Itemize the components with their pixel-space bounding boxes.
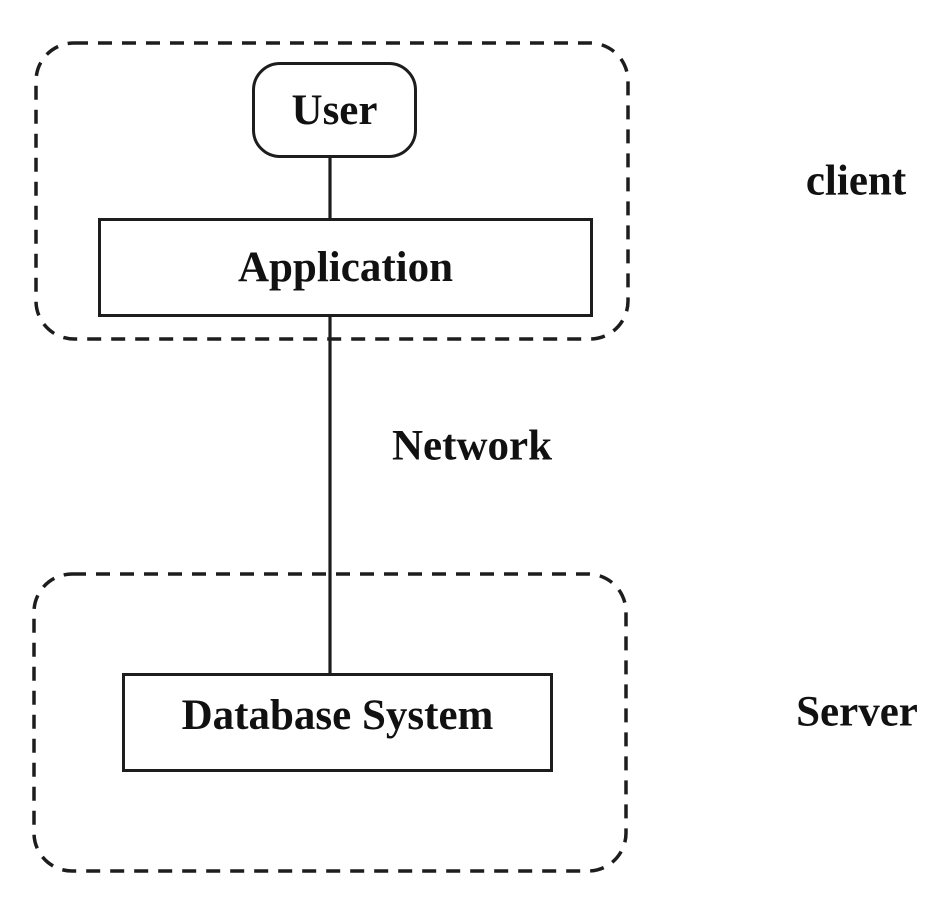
- client-group-outline: [34, 41, 630, 341]
- group-client-label: client: [805, 157, 907, 205]
- server-group-outline: [32, 572, 628, 873]
- edge-network-label: Network: [391, 422, 553, 470]
- node-database-system: Database System: [122, 673, 553, 772]
- node-application: Application: [98, 218, 593, 317]
- node-user-label: User: [291, 86, 378, 134]
- node-database-system-label: Database System: [181, 692, 494, 739]
- group-server-label: Server: [796, 688, 918, 736]
- node-application-label: Application: [237, 244, 454, 291]
- node-user: User: [252, 62, 417, 158]
